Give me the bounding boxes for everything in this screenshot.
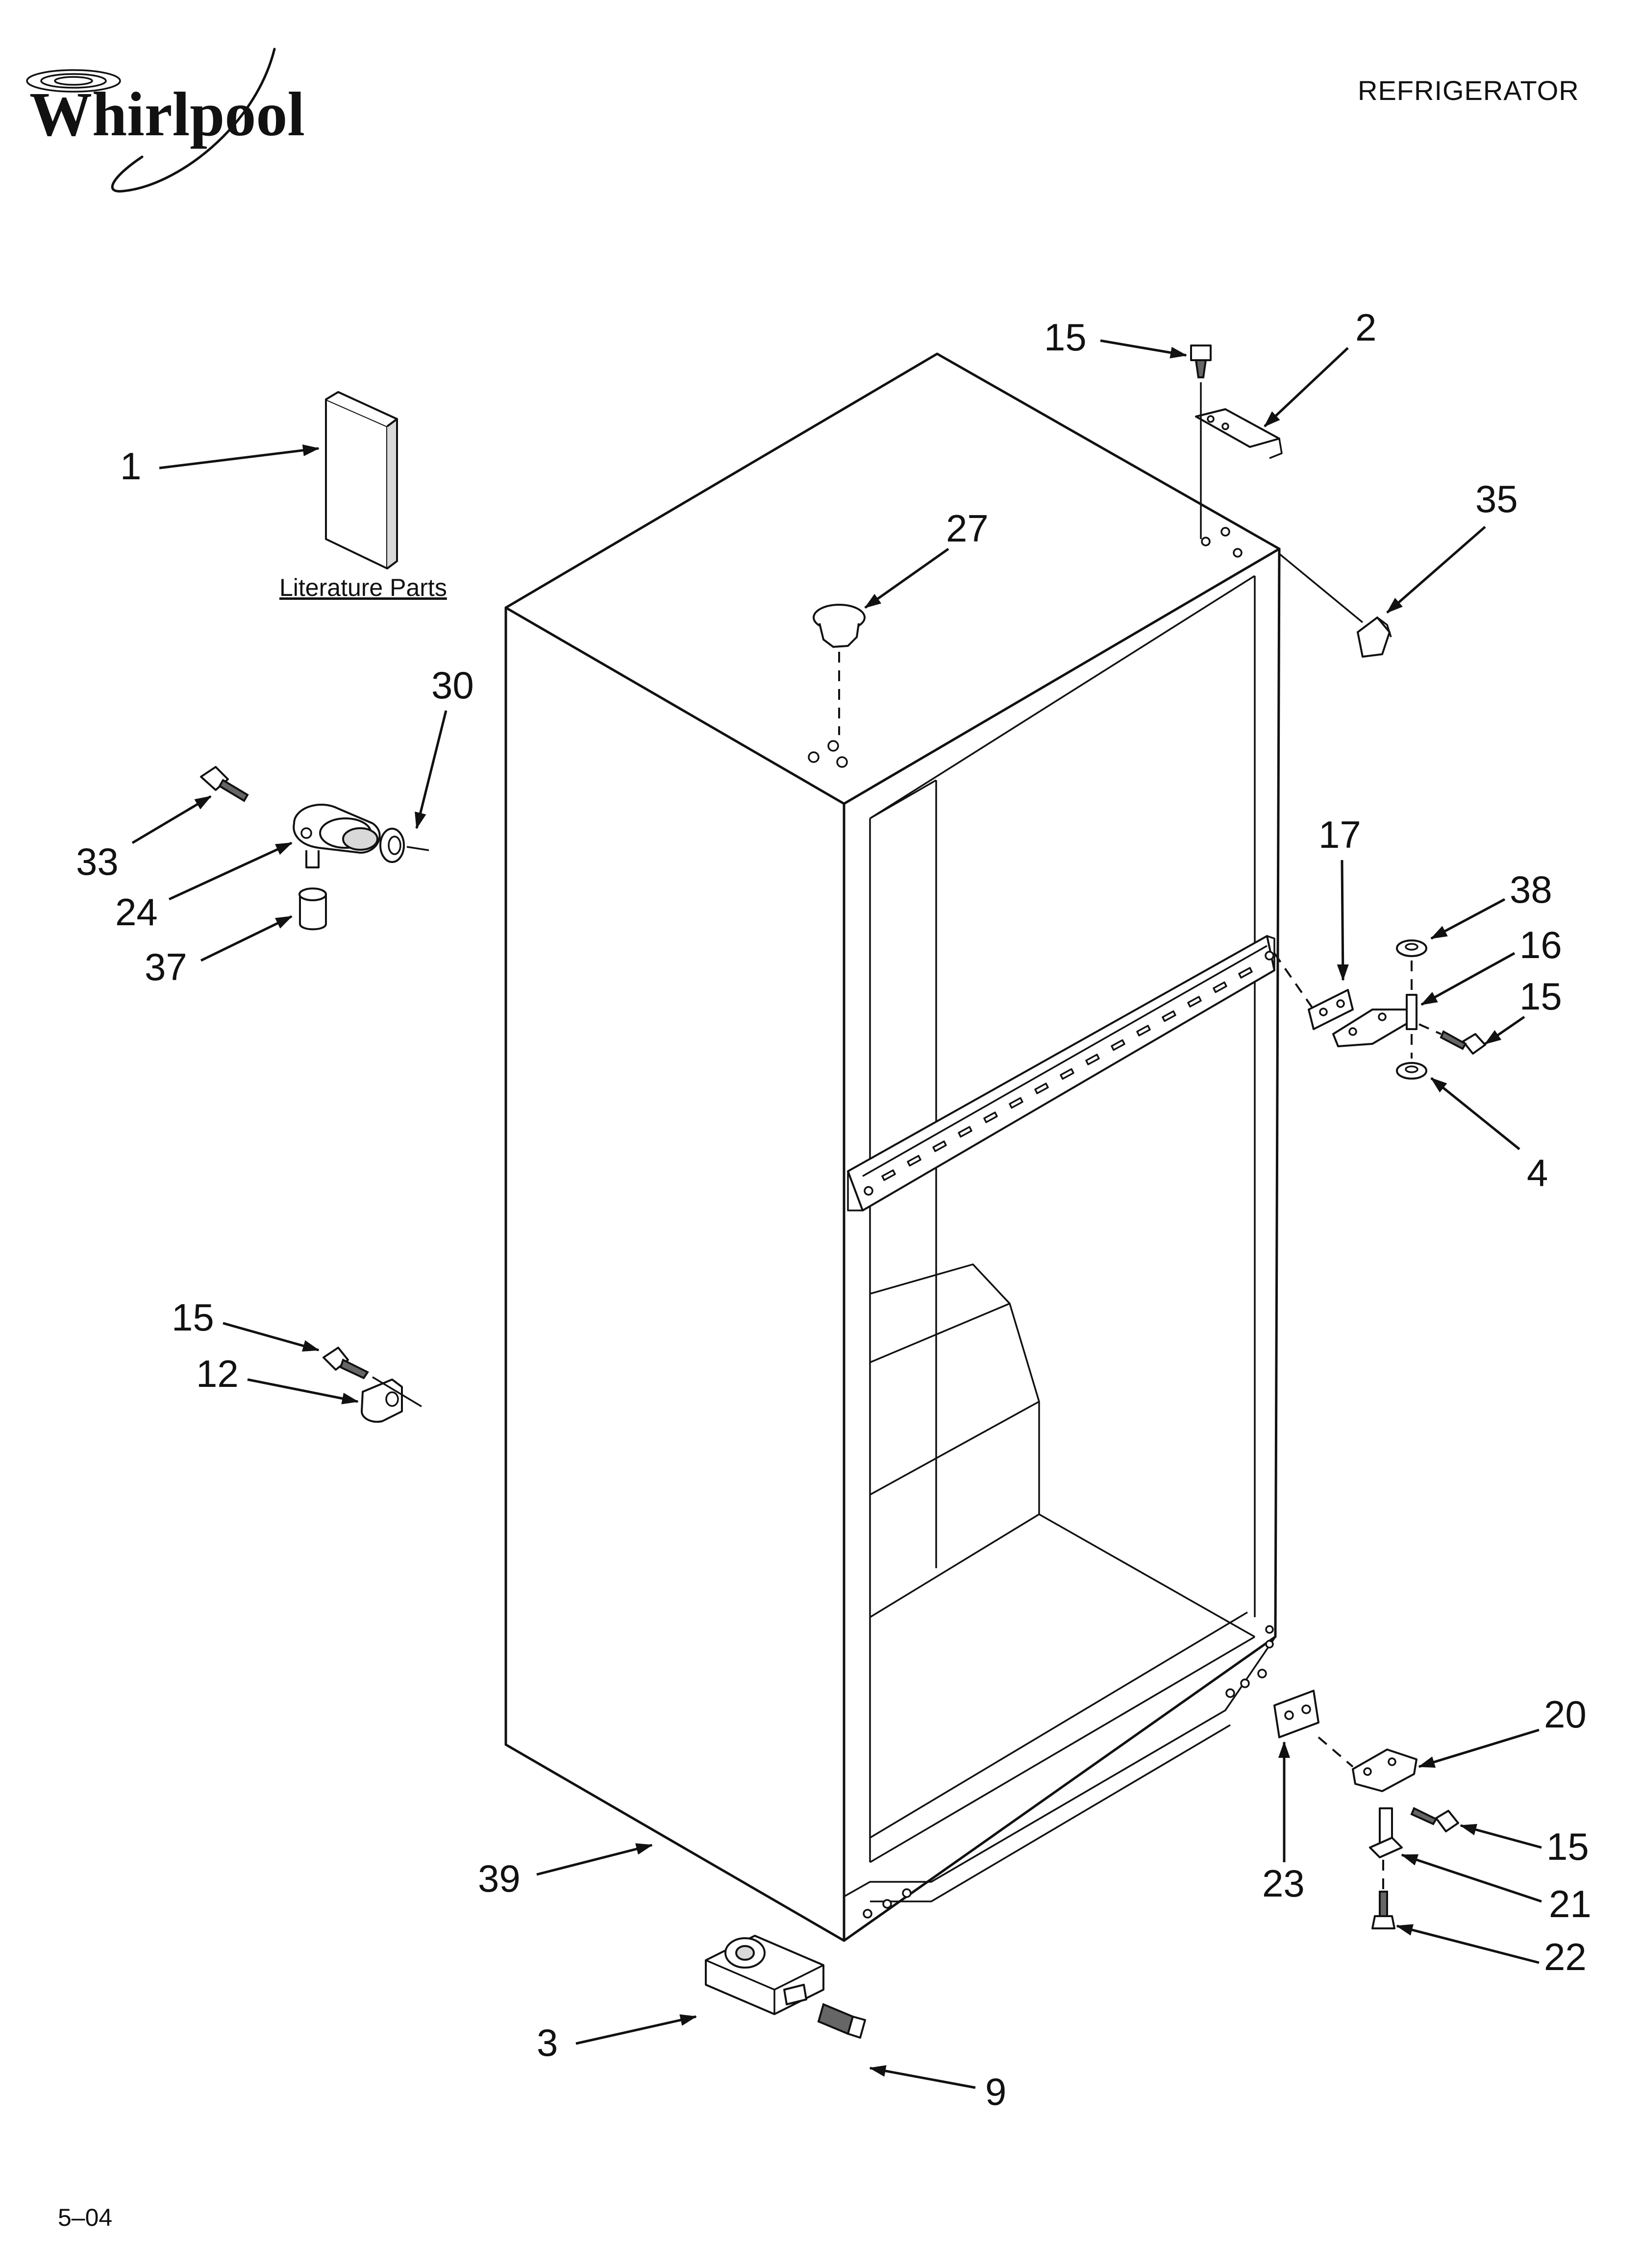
bracket-24 bbox=[293, 804, 381, 868]
leveling-roller-3 bbox=[705, 1935, 824, 2015]
rail-slot bbox=[1213, 981, 1227, 993]
rail-slot bbox=[1009, 1097, 1023, 1109]
callout-15-bottom: 15 bbox=[1546, 1825, 1589, 1868]
rail-slot bbox=[881, 1169, 896, 1181]
callout-labels: 1 15 2 35 27 30 33 24 37 17 38 16 15 4 1… bbox=[76, 306, 1591, 2113]
date-code: 5–04 bbox=[58, 2204, 112, 2231]
callout-33: 33 bbox=[76, 840, 119, 883]
brand-name: Whirlpool bbox=[29, 79, 305, 149]
callout-3: 3 bbox=[537, 2021, 558, 2064]
callout-38: 38 bbox=[1510, 868, 1552, 911]
rail-slot bbox=[1238, 967, 1253, 979]
callout-15-hinge: 15 bbox=[1519, 975, 1562, 1018]
screw-22 bbox=[1371, 1891, 1395, 1929]
callout-20: 20 bbox=[1544, 1693, 1587, 1736]
hinge-pin-21 bbox=[1369, 1807, 1403, 1858]
rail-slot bbox=[1136, 1025, 1151, 1036]
callout-9: 9 bbox=[985, 2070, 1006, 2113]
callout-23: 23 bbox=[1262, 1862, 1305, 1905]
whirlpool-logo: Whirlpool bbox=[26, 48, 305, 193]
top-hinge-2 bbox=[1195, 408, 1283, 459]
callout-37: 37 bbox=[145, 945, 187, 988]
rail-slot bbox=[958, 1126, 972, 1138]
hinge-shim-17 bbox=[1308, 989, 1354, 1030]
rail-slot bbox=[932, 1140, 947, 1152]
rail-slot bbox=[1187, 996, 1202, 1008]
literature-parts-1: Literature Parts bbox=[279, 391, 447, 601]
leveling-screw-9 bbox=[817, 2003, 866, 2039]
clip-35 bbox=[1357, 616, 1392, 658]
rail-slot bbox=[983, 1111, 998, 1123]
callout-30: 30 bbox=[431, 664, 474, 707]
callout-12: 12 bbox=[196, 1352, 239, 1395]
callout-22: 22 bbox=[1544, 1935, 1587, 1978]
center-hinge-16 bbox=[1332, 994, 1417, 1047]
cabinet-39 bbox=[504, 352, 1281, 1942]
washer-30 bbox=[379, 828, 405, 863]
callout-2: 2 bbox=[1355, 306, 1376, 349]
screw-33 bbox=[200, 766, 249, 802]
callout-15-top: 15 bbox=[1044, 316, 1087, 359]
screw-15-left bbox=[323, 1347, 369, 1380]
rail-slot bbox=[1111, 1039, 1125, 1051]
callout-17: 17 bbox=[1318, 813, 1361, 856]
callout-16: 16 bbox=[1519, 923, 1562, 966]
screw-15-bottom bbox=[1410, 1807, 1459, 1832]
center-mullion-rail bbox=[847, 935, 1275, 1211]
callout-1: 1 bbox=[120, 444, 141, 488]
rail-slot bbox=[1060, 1068, 1074, 1080]
rail-slot bbox=[907, 1155, 921, 1167]
bracket-12 bbox=[361, 1379, 403, 1423]
bottom-hinge-20 bbox=[1352, 1749, 1417, 1792]
literature-parts-label: Literature Parts bbox=[279, 574, 447, 601]
screw-15-hinge bbox=[1440, 1030, 1486, 1055]
plug-27 bbox=[813, 604, 866, 648]
callout-4: 4 bbox=[1527, 1151, 1548, 1194]
callout-24: 24 bbox=[115, 890, 158, 934]
screw-15-top bbox=[1190, 345, 1212, 378]
washer-38 bbox=[1396, 939, 1427, 957]
washer-4 bbox=[1396, 1062, 1427, 1080]
callout-21: 21 bbox=[1549, 1882, 1591, 1925]
shim-23 bbox=[1273, 1690, 1319, 1738]
callout-27: 27 bbox=[946, 507, 989, 550]
rail-slot bbox=[1085, 1054, 1100, 1065]
whirlpool-swirl-logo-icon bbox=[26, 48, 276, 193]
callout-15-left: 15 bbox=[172, 1296, 214, 1339]
rail-slot bbox=[1162, 1010, 1176, 1022]
callout-39: 39 bbox=[478, 1857, 521, 1900]
page-title: REFRIGERATOR bbox=[1358, 75, 1579, 106]
callout-35: 35 bbox=[1475, 477, 1518, 520]
spacer-37 bbox=[298, 887, 327, 931]
rail-slot bbox=[1034, 1083, 1049, 1094]
